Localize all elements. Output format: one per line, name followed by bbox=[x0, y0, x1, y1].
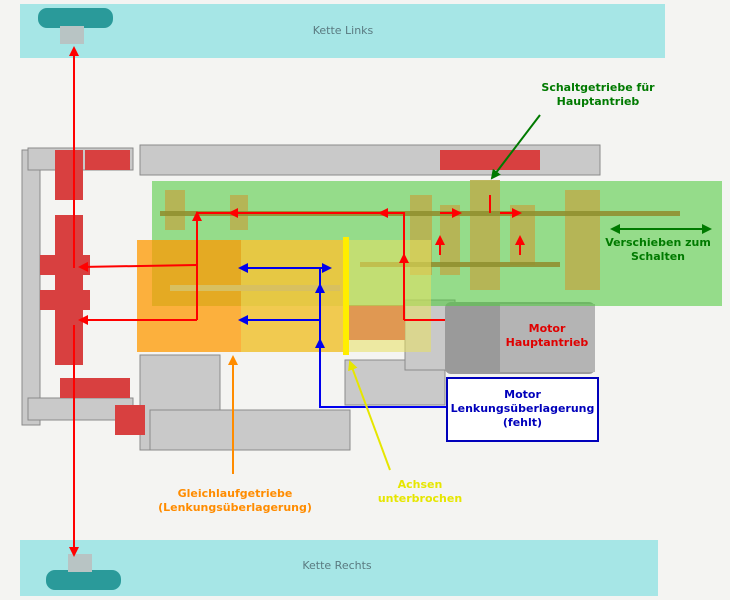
axles-interrupted-line1: Achsen bbox=[397, 478, 443, 491]
axles-interrupted-line2: unterbrochen bbox=[377, 492, 463, 505]
main-motor-line1: Motor bbox=[528, 322, 566, 335]
shift-gearbox-line1: Schaltgetriebe für bbox=[541, 81, 655, 94]
steering-motor-label: Motor Lenkungsüberlagerung (fehlt) bbox=[449, 388, 596, 430]
shift-gears bbox=[160, 180, 680, 290]
main-drive-arrows bbox=[69, 46, 525, 557]
sprocket-icon-bottom bbox=[46, 554, 121, 590]
track-band-right bbox=[20, 540, 658, 596]
shift-gearbox-label: Schaltgetriebe für Hauptantrieb bbox=[528, 81, 668, 109]
shift-action-label: Verschieben zum Schalten bbox=[598, 236, 718, 264]
steering-motor-line2: Lenkungsüberlagerung bbox=[450, 402, 595, 415]
axles-interrupted-pointer bbox=[348, 360, 391, 471]
synchro-gearbox-extension bbox=[241, 240, 431, 352]
synchro-gearbox-line2: (Lenkungsüberlagerung) bbox=[158, 501, 312, 514]
shift-gearbox-line2: Hauptantrieb bbox=[556, 95, 640, 108]
axles-interrupted-bar bbox=[343, 237, 349, 355]
steering-drive-arrows bbox=[238, 263, 447, 408]
steering-motor-line3: (fehlt) bbox=[502, 416, 543, 429]
synchro-axle bbox=[170, 285, 340, 291]
shift-gearbox-pointer bbox=[490, 114, 541, 180]
motor-icon bbox=[445, 302, 595, 374]
synchro-gearbox-label: Gleichlaufgetriebe (Lenkungsüberlagerung… bbox=[153, 487, 317, 515]
steering-motor-box bbox=[446, 377, 599, 442]
axles-interrupted-label: Achsen unterbrochen bbox=[365, 478, 475, 506]
track-label-left: Kette Links bbox=[312, 24, 374, 37]
shift-action-line2: Schalten bbox=[630, 250, 686, 263]
steering-motor-line1: Motor bbox=[504, 388, 541, 401]
track-band-left bbox=[20, 4, 665, 58]
track-label-right: Kette Rechts bbox=[302, 559, 372, 572]
main-motor-line2: Hauptantrieb bbox=[505, 336, 589, 349]
main-motor-label: Motor Hauptantrieb bbox=[497, 322, 597, 350]
sprocket-icon-top bbox=[38, 8, 113, 44]
synchro-gearbox-line1: Gleichlaufgetriebe bbox=[177, 487, 293, 500]
shift-action-line1: Verschieben zum bbox=[605, 236, 711, 249]
